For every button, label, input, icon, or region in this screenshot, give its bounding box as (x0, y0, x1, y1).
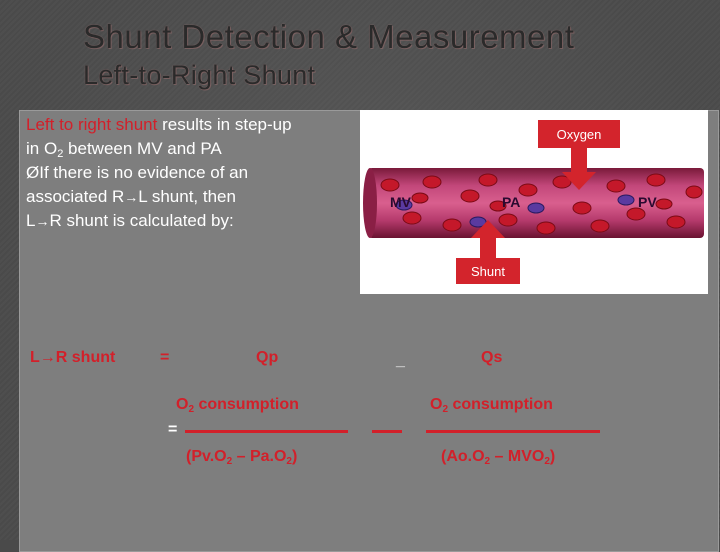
red-blood-cells (380, 173, 703, 235)
purple-cells (395, 194, 635, 228)
fraction-line-right (426, 430, 600, 433)
oxygen-arrow-icon (562, 148, 596, 190)
para-line-2: in O2 between MV and PA (26, 139, 222, 160)
right-arrow-icon: → (39, 349, 56, 366)
shunt-box (456, 258, 520, 284)
para-line-1: Left to right shunt results in step-up (26, 115, 292, 134)
pa-label: PA (502, 194, 520, 210)
slide-subtitle: Left-to-Right Shunt (83, 60, 316, 90)
formula-qs: Qs (481, 349, 503, 366)
oxygen-label: Oxygen (557, 127, 602, 142)
right-arrow-icon: → (35, 213, 50, 229)
numerator-left: O2 consumption (176, 396, 299, 415)
fraction-line-left (185, 430, 348, 433)
para-line-5: L→R shunt is calculated by: (26, 211, 234, 230)
vessel-svg: Oxygen Shunt MV PA PV (363, 120, 704, 284)
denominator-right: (Ao.O2 – MVO2) (441, 448, 556, 467)
bullet-arrow-icon: Ø (26, 163, 40, 182)
formula-minus: _ (396, 352, 405, 369)
vessel-end (363, 168, 377, 238)
oxygen-box (538, 120, 620, 148)
shunt-arrow-icon (471, 220, 505, 258)
shunt-label: Shunt (471, 264, 505, 279)
pv-label: PV (638, 194, 657, 210)
formula-equals: = (160, 349, 170, 366)
denominator-left: (Pv.O2 – Pa.O2) (186, 448, 298, 467)
slide-title: Shunt Detection & Measurement (83, 18, 575, 55)
blood-vessel-diagram: Oxygen Shunt MV PA PV (360, 110, 708, 294)
highlight-term: Left to right shunt (26, 115, 158, 134)
formula-equals-2: = (168, 421, 178, 438)
formula-lhs: L→R shunt (30, 349, 116, 366)
formula-qp: Qp (256, 349, 279, 366)
explanation-paragraph: Left to right shunt results in step-up i… (26, 113, 361, 233)
para-line-4: associated R→L shunt, then (26, 187, 236, 206)
para-line-3: ØIf there is no evidence of an (26, 163, 249, 182)
minus-line (372, 430, 402, 433)
mv-label: MV (390, 194, 412, 210)
right-arrow-icon: → (124, 189, 139, 205)
numerator-right: O2 consumption (430, 396, 553, 415)
